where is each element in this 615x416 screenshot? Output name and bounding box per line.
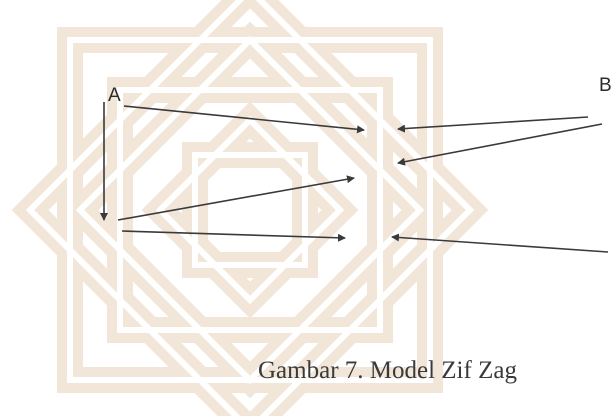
figure-caption: Gambar 7. Model Zif Zag: [258, 357, 517, 384]
label-a: A: [108, 85, 121, 106]
arrow-right-to-bottom: [391, 233, 609, 253]
label-b: B: [599, 75, 612, 96]
arrow-a-to-top: [123, 105, 365, 134]
arrow-lower-to-bottom: [121, 230, 346, 242]
arrow-b-to-top: [397, 116, 589, 133]
arrow-b-to-mid: [397, 123, 603, 166]
arrow-lower-to-mid: [117, 175, 355, 221]
